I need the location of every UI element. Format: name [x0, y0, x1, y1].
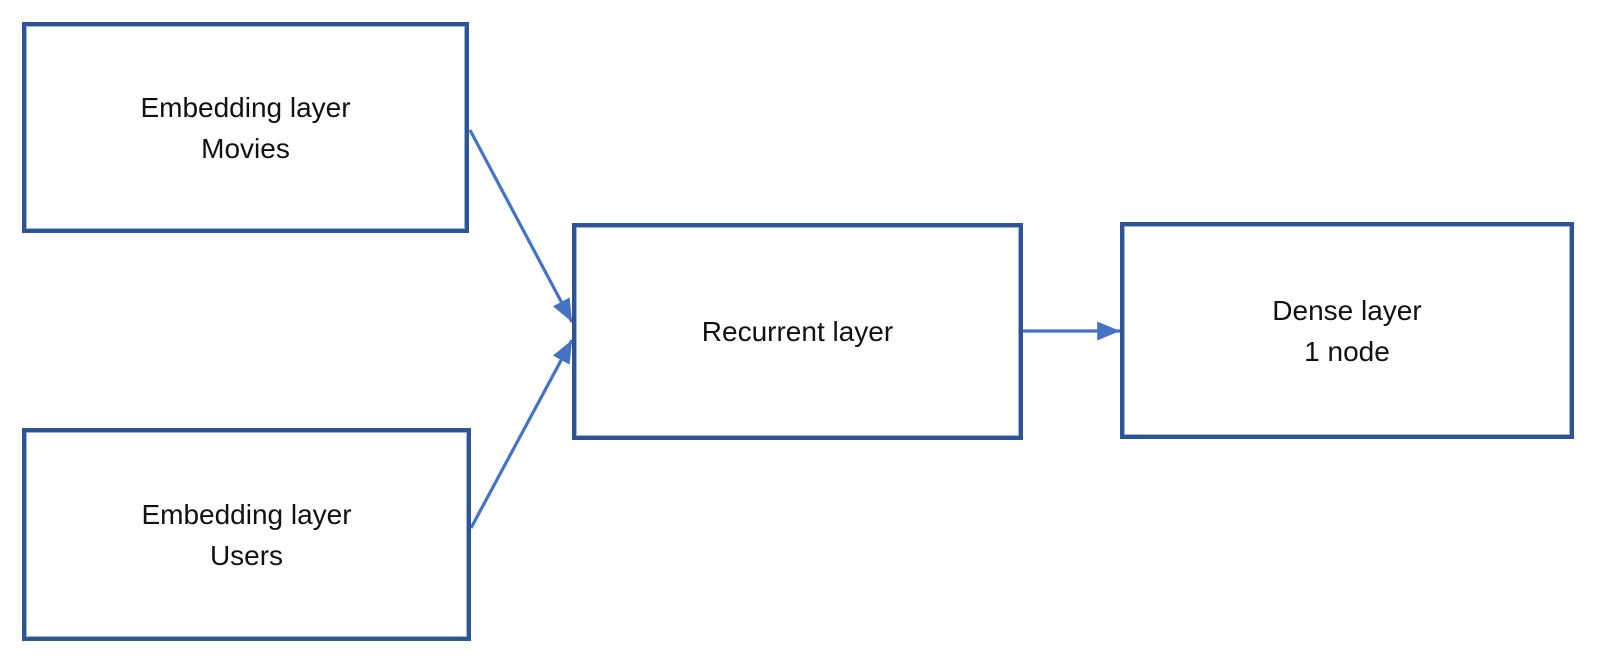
- node-recurrent-layer: Recurrent layer: [572, 223, 1023, 440]
- connector-movies-to-recurrent: [468, 129, 574, 323]
- node-label-line1: Embedding layer: [141, 498, 352, 530]
- connector-users-to-recurrent: [469, 339, 574, 529]
- node-dense-layer: Dense layer 1 node: [1120, 222, 1574, 439]
- node-label-line2: 1 node: [1304, 335, 1390, 367]
- node-embedding-users: Embedding layer Users: [22, 428, 471, 641]
- node-label-line1: Embedding layer: [140, 91, 351, 123]
- node-label-line1: Recurrent layer: [701, 316, 894, 347]
- node-label-line2: Users: [209, 539, 284, 571]
- node-embedding-movies: Embedding layer Movies: [22, 22, 469, 233]
- node-label-line1: Dense layer: [1272, 294, 1422, 326]
- node-label-line2: Movies: [201, 132, 290, 164]
